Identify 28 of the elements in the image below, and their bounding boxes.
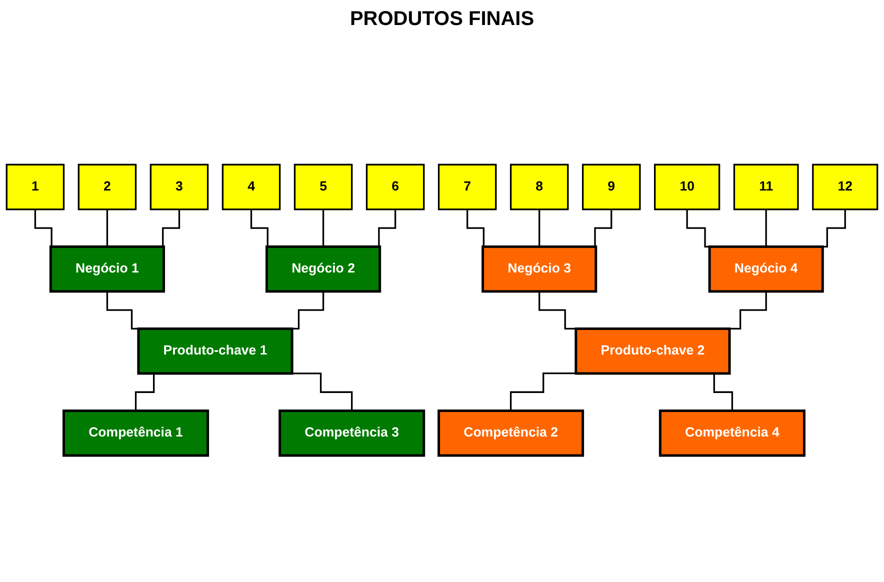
node-box: Negócio 4 bbox=[708, 245, 824, 293]
node-box: Produto-chave 2 bbox=[574, 327, 731, 375]
node-box: 2 bbox=[78, 164, 137, 210]
connector bbox=[538, 208, 540, 248]
node-box: Negócio 3 bbox=[482, 245, 598, 293]
connector bbox=[510, 372, 576, 412]
node-box: 3 bbox=[150, 164, 209, 210]
node-box: 8 bbox=[510, 164, 569, 210]
node-box: Negócio 1 bbox=[49, 245, 165, 293]
node-box: Produto-chave 1 bbox=[137, 327, 294, 375]
connector bbox=[765, 208, 767, 248]
node-box: 9 bbox=[582, 164, 641, 210]
node-box: 11 bbox=[733, 164, 799, 210]
node-box: Negócio 2 bbox=[265, 245, 382, 293]
node-box: Competência 1 bbox=[62, 409, 210, 457]
node-box: Competência 2 bbox=[438, 409, 584, 457]
node-box: 4 bbox=[222, 164, 281, 210]
connector bbox=[106, 208, 108, 248]
node-box: 12 bbox=[812, 164, 878, 210]
node-box: 1 bbox=[6, 164, 65, 210]
node-box: 7 bbox=[438, 164, 497, 210]
node-box: Competência 3 bbox=[278, 409, 426, 457]
node-box: 10 bbox=[654, 164, 720, 210]
node-box: Competência 4 bbox=[658, 409, 806, 457]
node-box: 6 bbox=[366, 164, 425, 210]
node-box: 5 bbox=[294, 164, 353, 210]
diagram-title: PRODUTOS FINAIS bbox=[350, 8, 534, 31]
connector bbox=[322, 208, 324, 248]
